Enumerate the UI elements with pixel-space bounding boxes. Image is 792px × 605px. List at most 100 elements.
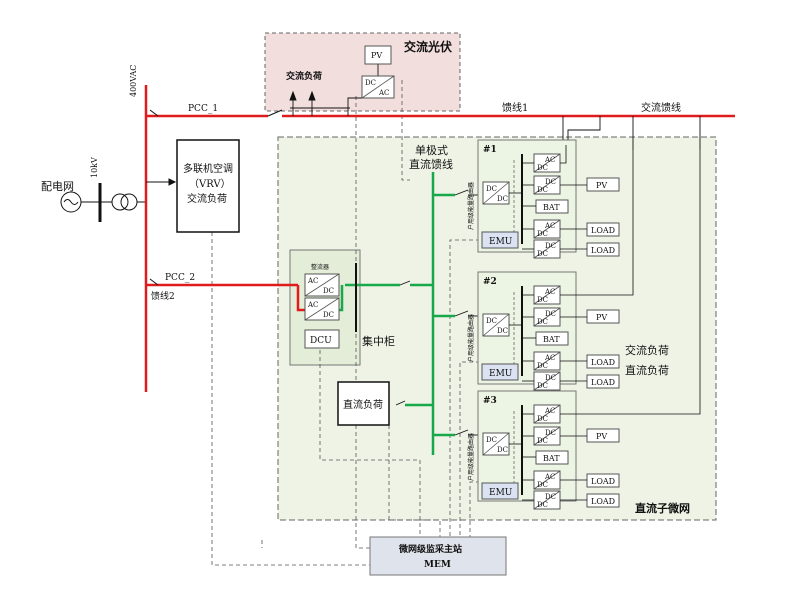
converter-top: DC xyxy=(545,429,556,437)
load-box xyxy=(586,493,620,508)
router-label: 户用级能量路由器 xyxy=(467,433,475,481)
pv-box xyxy=(586,177,620,192)
bat-box xyxy=(535,450,569,465)
load-box xyxy=(586,354,620,369)
converter-top: AC xyxy=(544,156,555,164)
mem-label-2: MEM xyxy=(424,560,451,570)
pv-box xyxy=(586,309,620,324)
bat-label: BAT xyxy=(543,203,560,212)
inverter-dc: DC xyxy=(365,79,376,87)
load-label: LOAD xyxy=(591,358,615,367)
mem-label-1: 微网级监采主站 xyxy=(398,543,462,555)
dc-bus xyxy=(335,172,455,455)
converter-bottom: DC xyxy=(537,186,548,194)
kv-label: 10kV xyxy=(90,157,99,178)
inverter-ac: AC xyxy=(378,89,389,97)
load-label: LOAD xyxy=(591,378,615,387)
converter-top: AC xyxy=(544,354,555,362)
dc-load-box xyxy=(337,381,390,426)
dcdc-in: DC xyxy=(486,317,497,325)
household-id: #2 xyxy=(483,277,497,287)
converter-top: DC xyxy=(545,310,556,318)
converter-bottom: DC xyxy=(537,481,548,489)
bat-label: BAT xyxy=(543,335,560,344)
mem-box xyxy=(369,536,507,576)
load-label: LOAD xyxy=(591,226,615,235)
pv-label: PV xyxy=(596,432,607,441)
dcdc-out: DC xyxy=(497,195,508,203)
load-box xyxy=(586,374,620,389)
feeder2-label: 馈线2 xyxy=(151,290,175,302)
vrv-label-2: （VRV） xyxy=(189,178,231,190)
converter-top: DC xyxy=(545,374,556,382)
load-label: LOAD xyxy=(591,477,615,486)
converter-top: AC xyxy=(544,473,555,481)
converter-top: AC xyxy=(544,288,555,296)
vrv-ac-load-box xyxy=(176,139,240,233)
converter-bottom: DC xyxy=(537,501,548,509)
load-label: LOAD xyxy=(591,246,615,255)
pv-panel-box xyxy=(364,45,392,65)
converter-bottom: DC xyxy=(537,437,548,445)
converter-top: DC xyxy=(545,242,556,250)
dcdc-in: DC xyxy=(486,436,497,444)
dcdc-in: DC xyxy=(486,185,497,193)
converter-bottom: DC xyxy=(537,296,548,304)
bat-box xyxy=(535,331,569,346)
household-id: #1 xyxy=(483,145,497,155)
legend-ac-load: 交流负荷 xyxy=(625,343,669,357)
monitoring-lines xyxy=(211,80,480,566)
load-box xyxy=(586,242,620,257)
ac-feeder-label: 交流馈线 xyxy=(641,101,681,114)
converter-bottom: DC xyxy=(537,250,548,258)
rect1-dc: DC xyxy=(323,287,334,295)
converter-bottom: DC xyxy=(537,164,548,172)
dcu-box xyxy=(304,329,340,349)
emu-label: EMU xyxy=(489,369,513,379)
converter-top: AC xyxy=(544,222,555,230)
converter-bottom: DC xyxy=(537,382,548,390)
dcu-label: DCU xyxy=(310,336,332,346)
converter-bottom: DC xyxy=(537,318,548,326)
rect2-ac: AC xyxy=(307,301,318,309)
converter-top: DC xyxy=(545,493,556,501)
ac-load-label: 交流负荷 xyxy=(286,70,322,82)
pv-box xyxy=(586,428,620,443)
household-id: #3 xyxy=(483,396,497,406)
dcdc-out: DC xyxy=(497,446,508,454)
load-label: LOAD xyxy=(591,497,615,506)
dc-microgrid-label: 直流子微网 xyxy=(635,501,690,515)
rect2-dc: DC xyxy=(323,311,334,319)
emu-label: EMU xyxy=(489,488,513,498)
central-cabinet-label: 集中柜 xyxy=(362,334,395,348)
converter-bottom: DC xyxy=(537,415,548,423)
converter-top: DC xyxy=(545,178,556,186)
emu-box xyxy=(481,482,519,500)
grid-source xyxy=(60,183,146,222)
pv-label: PV xyxy=(596,181,607,190)
load-box xyxy=(586,222,620,237)
dc-load-box-label: 直流负荷 xyxy=(343,398,383,411)
vac-label: 400VAC xyxy=(129,65,138,97)
pcc1-label: PCC_1 xyxy=(188,104,218,114)
router-label: 户用级能量路由器 xyxy=(467,314,475,362)
pv-small-label: PV xyxy=(371,51,382,60)
converter-top: AC xyxy=(544,407,555,415)
emu-box xyxy=(481,231,519,249)
dc-feeder-label-2: 直流馈线 xyxy=(409,157,453,171)
pv-label: PV xyxy=(596,313,607,322)
dcdc-out: DC xyxy=(497,327,508,335)
vrv-label-3: 交流负荷 xyxy=(187,192,227,205)
bat-box xyxy=(535,199,569,214)
converter-bottom: DC xyxy=(537,362,548,370)
emu-box xyxy=(481,363,519,381)
vrv-label-1: 多联机空调 xyxy=(183,162,233,175)
bat-label: BAT xyxy=(543,454,560,463)
ac-pv-label: 交流光伏 xyxy=(404,39,452,54)
load-box xyxy=(586,473,620,488)
pcc2-label: PCC_2 xyxy=(165,273,195,283)
